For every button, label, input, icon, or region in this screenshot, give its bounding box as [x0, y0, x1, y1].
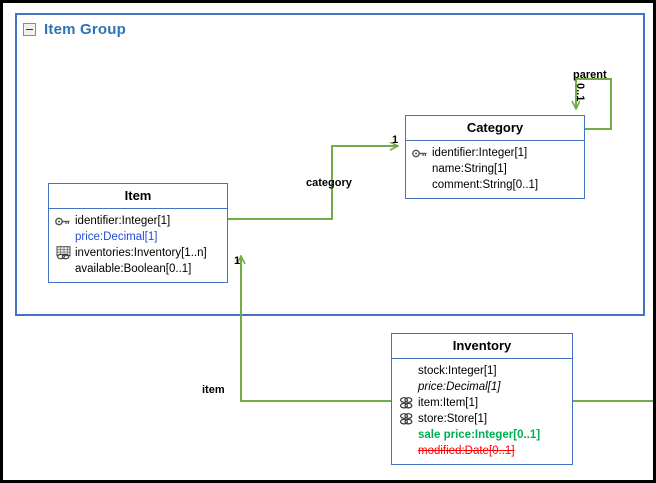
- no-icon: [54, 230, 72, 244]
- table-link-icon: [54, 246, 72, 260]
- no-icon: [397, 428, 415, 442]
- association-label-item: item: [202, 384, 225, 396]
- attribute-row[interactable]: item:Item[1]: [392, 395, 572, 411]
- class-box-category[interactable]: Category identifier:Integer[1] name:Stri…: [405, 115, 585, 199]
- no-icon: [411, 162, 429, 176]
- association-multiplicity-item: 1: [234, 255, 241, 267]
- attribute-text: modified:Date[0..1]: [418, 444, 515, 457]
- attribute-text: sale price:Integer[0..1]: [418, 428, 541, 441]
- attribute-row[interactable]: price:Decimal[1]: [49, 229, 227, 245]
- class-name-inventory: Inventory: [392, 334, 572, 359]
- attribute-row[interactable]: store:Store[1]: [392, 411, 572, 427]
- attribute-row[interactable]: name:String[1]: [406, 161, 584, 177]
- class-attributes-item: identifier:Integer[1] price:Decimal[1] i…: [49, 209, 227, 282]
- class-box-item[interactable]: Item identifier:Integer[1] price:Decimal…: [48, 183, 228, 283]
- collapse-minus-icon[interactable]: [23, 23, 36, 36]
- attribute-text: item:Item[1]: [418, 396, 479, 409]
- attribute-text: price:Decimal[1]: [75, 230, 158, 243]
- class-name-item: Item: [49, 184, 227, 209]
- association-multiplicity-parent: 0..1: [574, 83, 586, 102]
- attribute-row[interactable]: modified:Date[0..1]: [392, 443, 572, 459]
- class-attributes-category: identifier:Integer[1] name:String[1] com…: [406, 141, 584, 198]
- attribute-row[interactable]: inventories:Inventory[1..n]: [49, 245, 227, 261]
- attribute-text: inventories:Inventory[1..n]: [75, 246, 207, 259]
- attribute-row[interactable]: available:Boolean[0..1]: [49, 261, 227, 277]
- no-icon: [397, 380, 415, 394]
- attribute-row[interactable]: comment:String[0..1]: [406, 177, 584, 193]
- no-icon: [54, 262, 72, 276]
- attribute-text: name:String[1]: [432, 162, 507, 175]
- attribute-text: available:Boolean[0..1]: [75, 262, 192, 275]
- class-name-category: Category: [406, 116, 584, 141]
- no-icon: [397, 364, 415, 378]
- link-icon: [397, 396, 415, 410]
- package-title: Item Group: [44, 21, 127, 38]
- attribute-text: comment:String[0..1]: [432, 178, 539, 191]
- attribute-row[interactable]: identifier:Integer[1]: [49, 213, 227, 229]
- attribute-row[interactable]: identifier:Integer[1]: [406, 145, 584, 161]
- attribute-row[interactable]: price:Decimal[1]: [392, 379, 572, 395]
- attribute-row[interactable]: sale price:Integer[0..1]: [392, 427, 572, 443]
- attribute-text: stock:Integer[1]: [418, 364, 497, 377]
- package-header: Item Group: [23, 21, 126, 38]
- class-attributes-inventory: stock:Integer[1] price:Decimal[1] item:I…: [392, 359, 572, 464]
- attribute-text: identifier:Integer[1]: [432, 146, 528, 159]
- link-icon: [397, 412, 415, 426]
- association-label-category: category: [306, 177, 352, 189]
- association-label-parent: parent: [573, 69, 607, 81]
- no-icon: [411, 178, 429, 192]
- key-icon: [411, 146, 429, 160]
- no-icon: [397, 444, 415, 458]
- class-box-inventory[interactable]: Inventory stock:Integer[1] price:Decimal…: [391, 333, 573, 465]
- key-icon: [54, 214, 72, 228]
- attribute-text: price:Decimal[1]: [418, 380, 501, 393]
- attribute-row[interactable]: stock:Integer[1]: [392, 363, 572, 379]
- attribute-text: store:Store[1]: [418, 412, 488, 425]
- association-multiplicity-category: 1: [392, 134, 399, 146]
- attribute-text: identifier:Integer[1]: [75, 214, 171, 227]
